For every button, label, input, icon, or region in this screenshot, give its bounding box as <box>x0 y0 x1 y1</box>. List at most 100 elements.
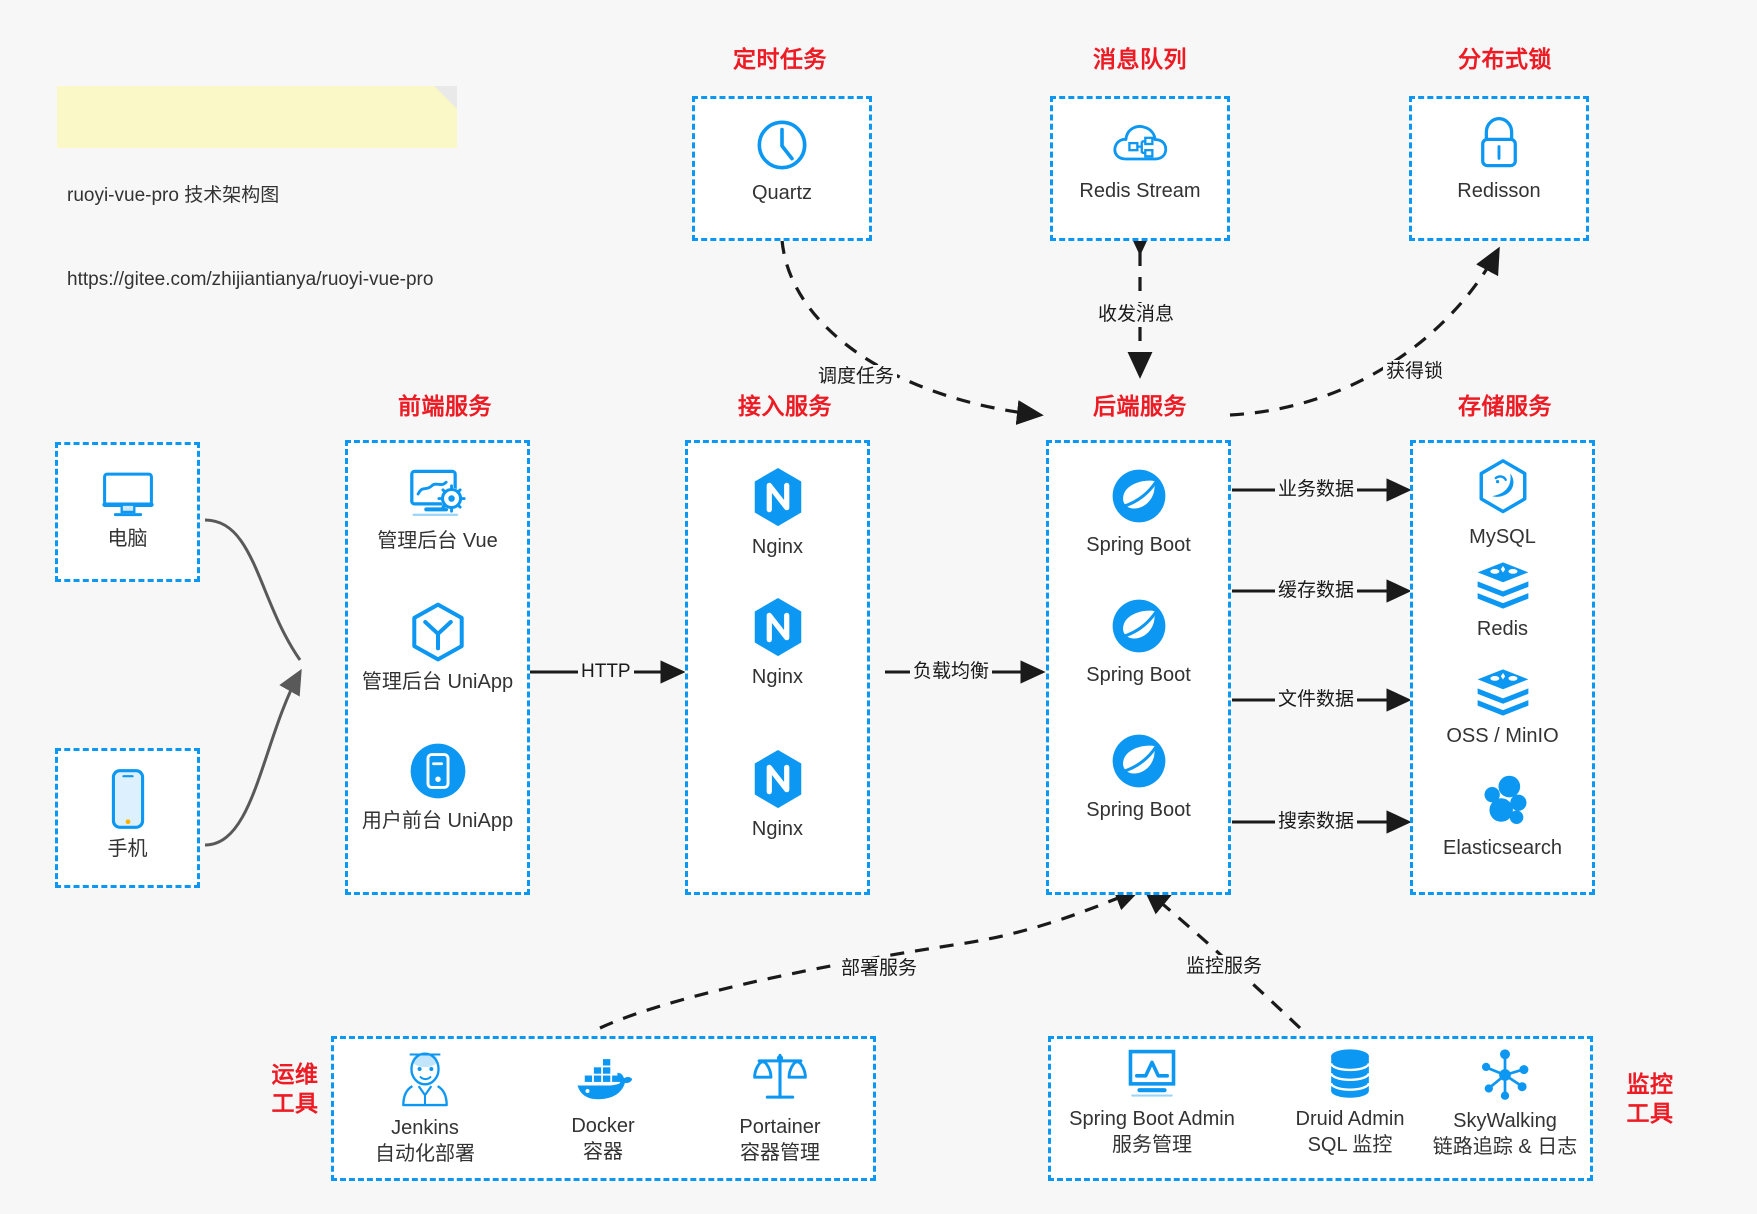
edge-label-business-data: 业务数据 <box>1275 478 1358 501</box>
group-box-monitor-tools <box>1048 1036 1593 1181</box>
nginx-icon <box>749 748 807 810</box>
node-label: Portainer <box>739 1116 821 1138</box>
note-title: ruoyi-vue-pro 技术架构图 <box>67 185 280 206</box>
node-mysql[interactable]: MySQL <box>1410 458 1595 550</box>
node-label: OSS / MinIO <box>1446 725 1559 747</box>
node-label: 电脑 <box>107 528 148 550</box>
uniapp-hexagon-icon <box>407 601 469 663</box>
nginx-icon <box>749 466 807 528</box>
node-label: 管理后台 UniApp <box>361 671 514 693</box>
edge-label-schedule-task: 调度任务 <box>815 365 898 388</box>
edge-label-deploy-service: 部署服务 <box>838 957 921 980</box>
node-admin-uniapp[interactable]: 管理后台 UniApp <box>345 601 530 695</box>
edge-label-acquire-lock: 获得锁 <box>1383 360 1447 383</box>
node-sublabel: 链路追踪 & 日志 <box>1432 1136 1578 1158</box>
portainer-scales-icon <box>751 1050 809 1108</box>
node-jenkins[interactable]: Jenkins 自动化部署 <box>345 1047 505 1167</box>
node-label: Jenkins <box>391 1117 459 1139</box>
note-url: https://gitee.com/zhijiantianya/ruoyi-vu… <box>67 269 434 290</box>
clock-icon <box>753 116 811 174</box>
spring-boot-icon <box>1109 466 1169 526</box>
node-sublabel: 容器管理 <box>740 1142 820 1164</box>
desktop-monitor-icon <box>97 466 159 520</box>
section-title-frontend-service: 前端服务 <box>398 393 492 419</box>
node-label: 手机 <box>107 838 148 860</box>
node-label: Spring Boot <box>1086 664 1191 686</box>
section-title-message-queue: 消息队列 <box>1093 46 1187 72</box>
node-label: Redis <box>1476 618 1529 640</box>
node-label: SkyWalking <box>1453 1110 1557 1132</box>
node-label: Quartz <box>751 182 813 204</box>
node-docker[interactable]: Docker 容器 <box>523 1055 683 1165</box>
node-redis-stream[interactable]: Redis Stream <box>1050 116 1230 204</box>
node-sublabel: 服务管理 <box>1112 1134 1192 1156</box>
dashboard-gear-icon <box>406 466 470 522</box>
docker-whale-icon <box>572 1055 634 1107</box>
lock-icon <box>1471 114 1527 172</box>
node-admin-vue[interactable]: 管理后台 Vue <box>345 466 530 554</box>
edge-label-send-receive-msg: 收发消息 <box>1095 303 1178 326</box>
note-fold-corner <box>434 86 457 109</box>
node-redisson[interactable]: Redisson <box>1409 114 1589 204</box>
edge-label-cache-data: 缓存数据 <box>1275 579 1358 602</box>
diagram-note: ruoyi-vue-pro 技术架构图 https://gitee.com/zh… <box>57 86 457 290</box>
node-spring-boot-2[interactable]: Spring Boot <box>1046 596 1231 688</box>
node-quartz[interactable]: Quartz <box>692 116 872 206</box>
node-label: Redisson <box>1457 180 1541 202</box>
cloud-stream-icon <box>1110 116 1170 172</box>
edge-label-search-data: 搜索数据 <box>1275 810 1358 833</box>
section-title-backend-service: 后端服务 <box>1093 393 1187 419</box>
node-label: 用户前台 UniApp <box>361 810 514 832</box>
node-label: Druid Admin <box>1295 1108 1405 1130</box>
node-nginx-1[interactable]: Nginx <box>685 466 870 560</box>
elasticsearch-icon <box>1475 773 1531 829</box>
node-label: Nginx <box>751 818 804 840</box>
node-user-uniapp[interactable]: 用户前台 UniApp <box>345 740 530 834</box>
database-cylinder-icon <box>1324 1048 1376 1100</box>
edge-label-http: HTTP <box>578 660 634 683</box>
node-label: MySQL <box>1469 526 1536 548</box>
section-title-ops-tools: 运维 工具 <box>271 1061 319 1116</box>
jenkins-butler-icon <box>397 1047 453 1109</box>
spring-boot-icon <box>1109 731 1169 791</box>
node-label: Docker <box>571 1115 635 1137</box>
mysql-dolphin-icon <box>1474 458 1532 518</box>
redis-stack-icon <box>1474 560 1532 610</box>
section-title-distributed-lock: 分布式锁 <box>1458 46 1552 72</box>
node-sublabel: 容器 <box>583 1141 623 1163</box>
node-sublabel: 自动化部署 <box>375 1143 475 1165</box>
smartphone-icon <box>107 768 149 830</box>
node-nginx-3[interactable]: Nginx <box>685 748 870 842</box>
node-oss-minio[interactable]: OSS / MinIO <box>1410 667 1595 749</box>
skywalking-topology-icon <box>1477 1048 1533 1102</box>
section-title-storage-service: 存储服务 <box>1458 393 1552 419</box>
node-label: Nginx <box>751 536 804 558</box>
node-label: Spring Boot Admin <box>1069 1108 1235 1130</box>
node-label: Spring Boot <box>1086 534 1191 556</box>
node-label: 管理后台 Vue <box>377 530 498 552</box>
node-druid-admin[interactable]: Druid Admin SQL 监控 <box>1265 1048 1435 1158</box>
node-elasticsearch[interactable]: Elasticsearch <box>1410 773 1595 861</box>
node-label: Redis Stream <box>1079 180 1201 202</box>
node-spring-boot-admin[interactable]: Spring Boot Admin 服务管理 <box>1052 1048 1252 1158</box>
nginx-icon <box>749 596 807 658</box>
node-phone[interactable]: 手机 <box>55 768 200 862</box>
group-box-gateway-service <box>685 440 870 895</box>
node-label: Spring Boot <box>1086 799 1191 821</box>
spring-boot-icon <box>1109 596 1169 656</box>
mobile-app-circle-icon <box>407 740 469 802</box>
node-redis[interactable]: Redis <box>1410 560 1595 642</box>
node-skywalking[interactable]: SkyWalking 链路追踪 & 日志 <box>1420 1048 1590 1160</box>
node-portainer[interactable]: Portainer 容器管理 <box>700 1050 860 1166</box>
node-label: Nginx <box>751 666 804 688</box>
node-spring-boot-3[interactable]: Spring Boot <box>1046 731 1231 823</box>
edge-label-load-balance: 负载均衡 <box>910 660 993 683</box>
node-computer[interactable]: 电脑 <box>55 466 200 552</box>
node-nginx-2[interactable]: Nginx <box>685 596 870 690</box>
edge-label-file-data: 文件数据 <box>1275 688 1358 711</box>
node-label: Elasticsearch <box>1443 837 1562 859</box>
node-spring-boot-1[interactable]: Spring Boot <box>1046 466 1231 558</box>
edge-label-monitor-service: 监控服务 <box>1183 955 1266 978</box>
section-title-scheduled-task: 定时任务 <box>733 46 827 72</box>
